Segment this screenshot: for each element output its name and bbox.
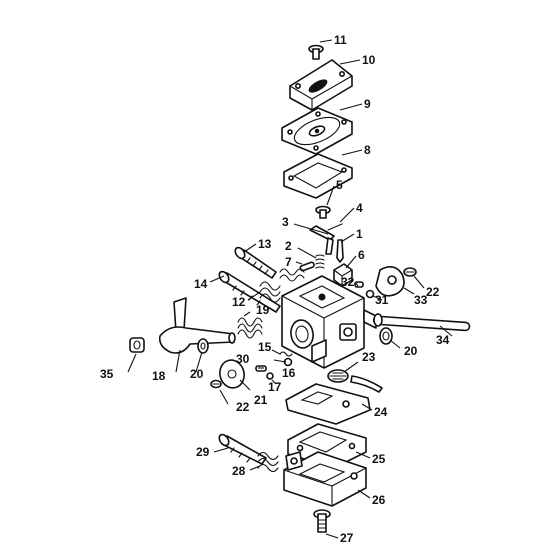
callout-12: 12 xyxy=(232,295,246,309)
part-32-pin xyxy=(354,281,364,288)
callout-2: 2 xyxy=(285,239,292,253)
part-21-lever-disc xyxy=(219,359,245,389)
part-3-inlet-lever xyxy=(309,225,335,255)
part-5-screw xyxy=(315,205,331,219)
callout-1: 1 xyxy=(356,227,363,241)
callout-16: 16 xyxy=(282,366,296,380)
callout-6: 6 xyxy=(358,248,365,262)
part-31-washer xyxy=(365,289,375,299)
callout-4: 4 xyxy=(356,201,363,215)
part-12-spring-upper xyxy=(279,268,305,282)
callout-18: 18 xyxy=(152,369,166,383)
part-19-spring xyxy=(237,317,263,339)
callout-19: 19 xyxy=(256,303,270,317)
part-15-spring xyxy=(279,351,293,357)
callout-23: 23 xyxy=(362,350,376,364)
callout-5: 5 xyxy=(336,178,343,192)
callout-8: 8 xyxy=(364,143,371,157)
part-20-bushing-right xyxy=(379,327,393,345)
part-17-ring xyxy=(266,372,274,380)
part-22-screw-upper xyxy=(403,267,417,277)
part-28-spring xyxy=(257,451,279,473)
part-11-screw xyxy=(308,44,324,60)
part-10-cover xyxy=(289,59,353,111)
callout-33: 33 xyxy=(414,293,428,307)
part-18-choke-shaft xyxy=(158,297,236,354)
part-4-spindle xyxy=(327,223,343,231)
part-27-screw xyxy=(313,509,331,533)
callout-17: 17 xyxy=(268,380,282,394)
part-33-lever xyxy=(375,266,405,297)
callout-21: 21 xyxy=(254,393,268,407)
part-20-washer-left xyxy=(197,338,209,354)
callout-24: 24 xyxy=(374,405,388,419)
callout-29: 29 xyxy=(196,445,210,459)
callout-20-right: 20 xyxy=(404,344,418,358)
callout-30: 30 xyxy=(236,352,250,366)
callout-32: 32 xyxy=(341,275,355,289)
callout-26: 26 xyxy=(372,493,386,507)
callout-31: 31 xyxy=(375,293,389,307)
part-14-adjusting-screw xyxy=(218,270,281,313)
callout-9: 9 xyxy=(364,97,371,111)
callout-10: 10 xyxy=(362,53,376,67)
callout-22-lower: 22 xyxy=(236,400,250,414)
part-13-adjusting-screw xyxy=(234,246,277,279)
callout-28: 28 xyxy=(232,464,246,478)
part-22-screw-lower xyxy=(210,379,222,389)
callout-11: 11 xyxy=(334,33,347,47)
part-9-diaphragm xyxy=(281,107,353,155)
part-2-spring xyxy=(315,254,325,269)
part-29-screw xyxy=(218,433,267,465)
callout-20-left: 20 xyxy=(190,367,204,381)
callout-14: 14 xyxy=(194,277,208,291)
part-24-gasket xyxy=(285,383,371,425)
part-8-gasket xyxy=(283,153,353,199)
callout-35: 35 xyxy=(100,367,114,381)
callout-22-upper: 22 xyxy=(426,285,440,299)
part-35-bushing xyxy=(129,337,145,353)
callout-34: 34 xyxy=(436,333,450,347)
part-23-strainer xyxy=(327,369,383,393)
callout-3: 3 xyxy=(282,215,289,229)
part-26-end-cover xyxy=(283,451,367,507)
part-1-inlet-needle xyxy=(336,239,344,263)
part-34-throttle-shaft xyxy=(372,313,471,332)
carburetor-body xyxy=(281,275,377,369)
callout-27: 27 xyxy=(340,531,354,545)
callout-7: 7 xyxy=(285,255,292,269)
leader-lines xyxy=(127,39,453,539)
callout-labels: 11 10 9 8 5 4 3 1 2 13 6 7 14 32 22 31 1… xyxy=(100,33,450,545)
callout-25: 25 xyxy=(372,452,386,466)
callout-15: 15 xyxy=(258,340,272,354)
part-12-spring xyxy=(259,281,281,303)
callout-13: 13 xyxy=(258,237,272,251)
part-6-plug xyxy=(333,263,353,287)
